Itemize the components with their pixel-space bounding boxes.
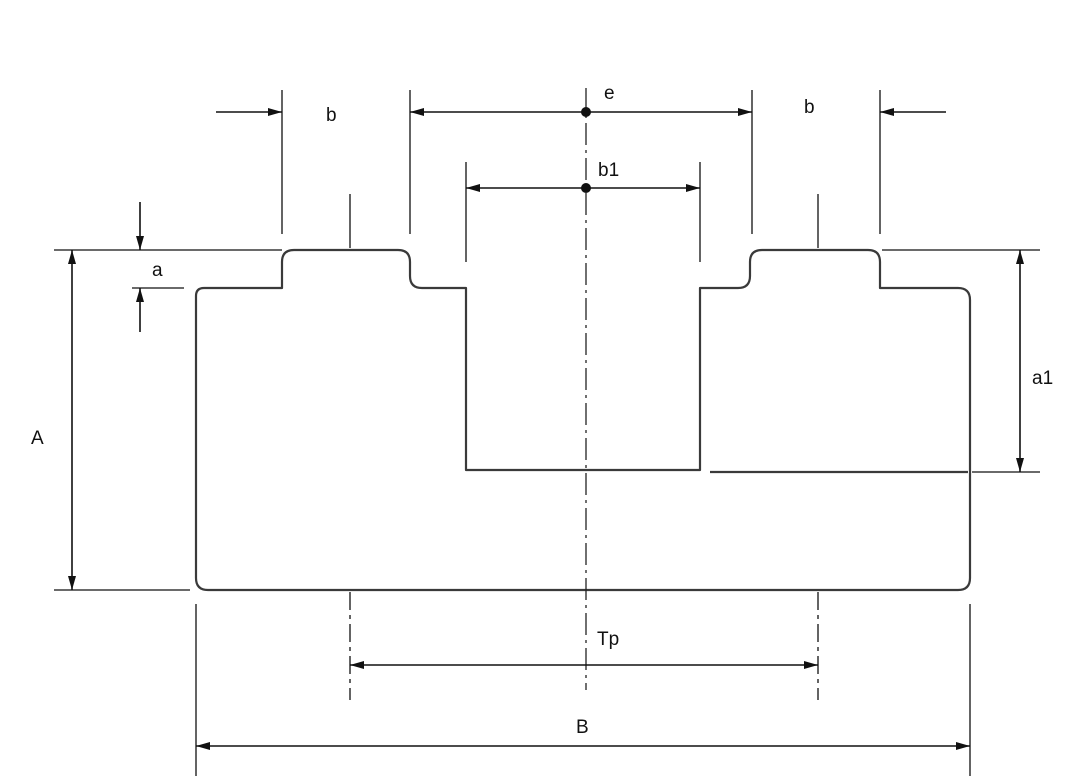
label-b-right: b [804,97,815,118]
label-b1: b1 [598,160,619,181]
dim-e-center-dot [581,107,591,117]
profile-outline [194,248,972,592]
label-a1: a1 [1032,368,1053,389]
label-Tp: Tp [597,629,619,650]
dim-b1-center-dot [581,183,591,193]
label-A: A [31,428,44,449]
label-a: a [152,260,163,281]
label-b-left: b [326,105,337,126]
label-B: B [576,717,589,738]
label-e: e [604,83,615,104]
